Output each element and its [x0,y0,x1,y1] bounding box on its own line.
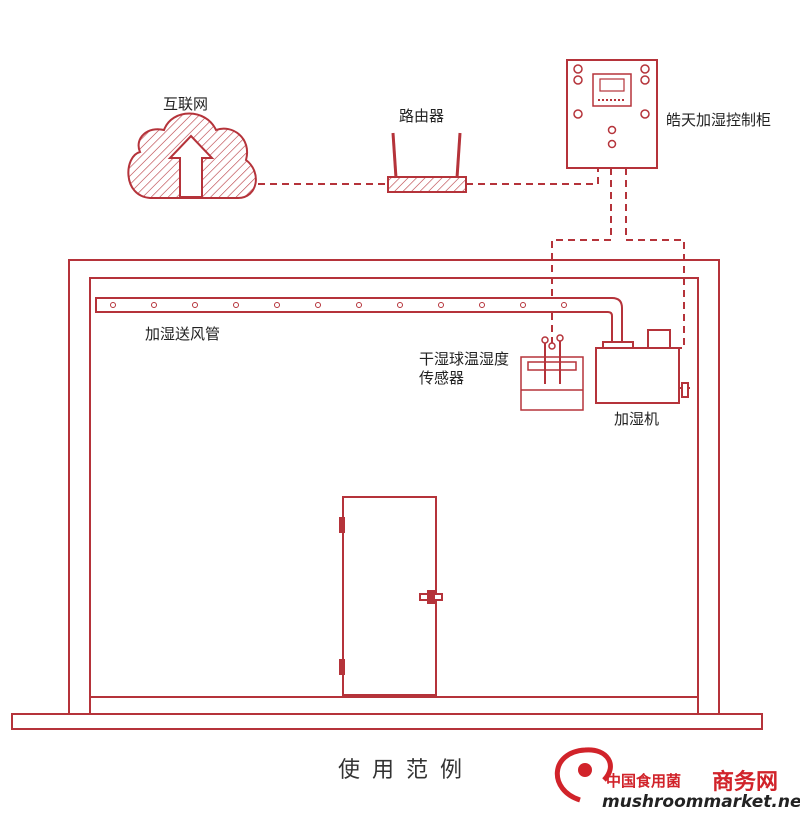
sensor-label-line1: 干湿球温湿度 [419,350,510,368]
network-cables [258,168,685,349]
control-cabinet [566,59,658,169]
room-walls [11,259,763,730]
router-icon [387,132,467,193]
duct-label: 加湿送风管 [145,325,221,343]
watermark-logo-icon [554,747,613,803]
humidifier [595,329,690,404]
caption: 使用范例 [337,758,474,783]
internet-label: 互联网 [163,95,209,113]
control-cabinet-label: 皓天加湿控制柜 [666,111,772,129]
sensor-label-line2: 传感器 [419,369,465,387]
watermark-en: mushroommarket.net [602,792,800,812]
watermark-cn-small: 中国食用菌 [606,772,682,790]
humidifier-label: 加湿机 [614,410,660,428]
router-label: 路由器 [399,107,445,125]
watermark-cn-big: 商务网 [712,770,779,795]
dry-wet-bulb-sensor [520,334,584,411]
cloud-icon [127,112,257,199]
door [339,496,443,696]
